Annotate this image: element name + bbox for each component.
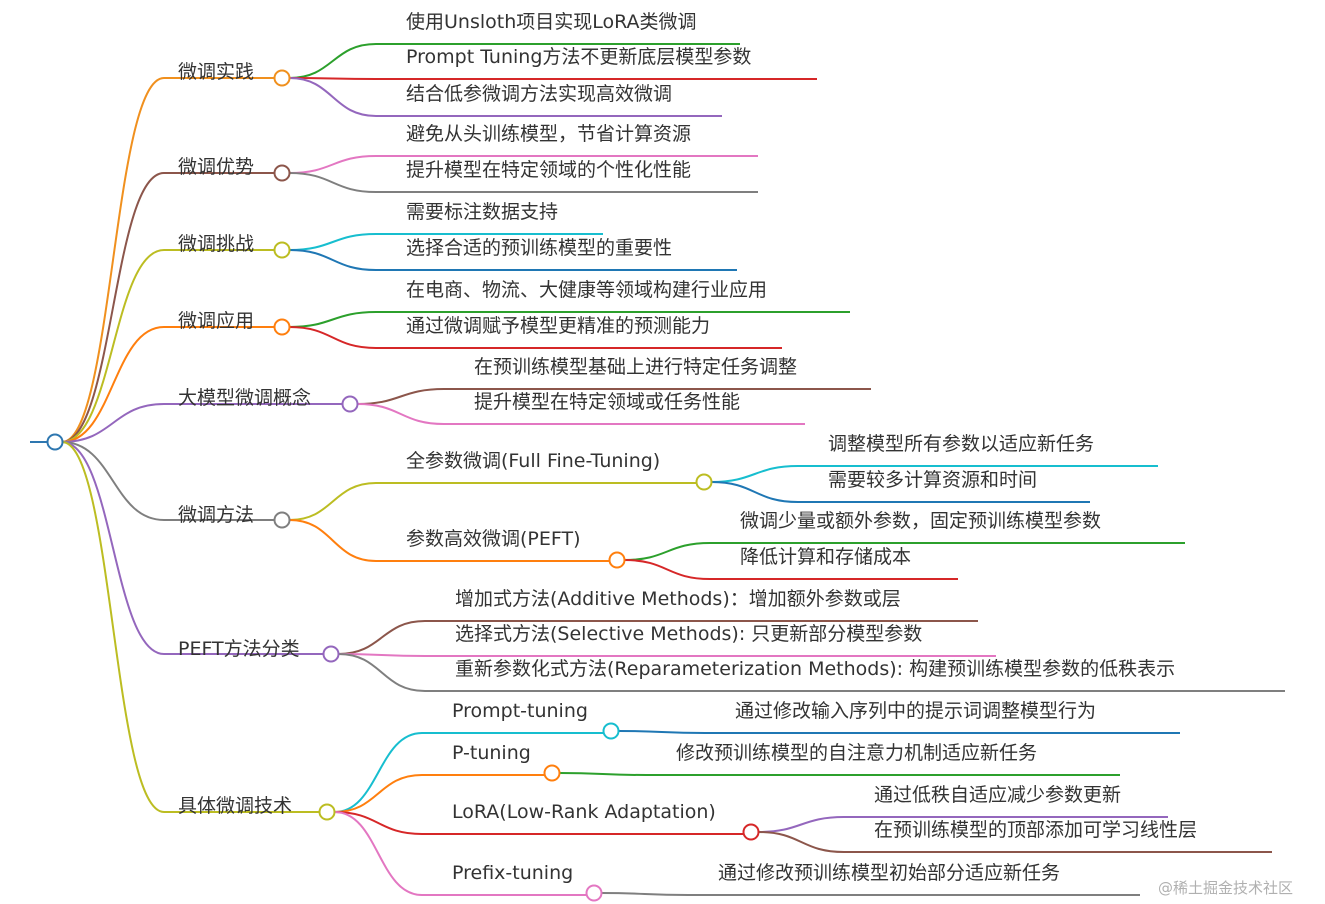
edge-child-5-1-grand-1 — [624, 559, 711, 580]
branch-node-6[interactable] — [322, 645, 340, 663]
branch-label-1: 微调优势 — [178, 156, 254, 178]
edge-branch-5-child-1 — [289, 519, 377, 562]
edge-branch-5-child-0 — [289, 482, 377, 521]
branch-label-4: 大模型微调概念 — [178, 386, 311, 409]
child-label-0-1: Prompt Tuning方法不更新底层模型参数 — [406, 46, 751, 68]
edge-branch-3-child-1 — [289, 326, 377, 349]
edge-branch-0-child-2 — [289, 77, 377, 117]
edge-child-7-3-grand-0 — [601, 892, 689, 896]
edge-branch-6-child-0 — [338, 620, 426, 655]
edge-branch-4-child-1 — [357, 403, 445, 425]
grandchild-label-7-0-0: 通过修改输入序列中的提示词调整模型行为 — [735, 700, 1096, 722]
child-label-0-2: 结合低参微调方法实现高效微调 — [406, 83, 672, 105]
edge-child-7-2-grand-1 — [758, 831, 845, 853]
child-label-5-1: 参数高效微调(PEFT) — [406, 528, 581, 550]
branch-label-0: 微调实践 — [178, 61, 254, 83]
edge-root-branch-1 — [61, 172, 165, 443]
branch-label-6: PEFT方法分类 — [178, 638, 300, 660]
branch-node-2[interactable] — [273, 241, 291, 259]
grandchild-label-7-2-0: 通过低秩自适应减少参数更新 — [874, 784, 1121, 806]
edge-branch-7-child-3 — [334, 811, 423, 896]
child-label-7-1: P-tuning — [452, 742, 531, 764]
branch-label-7: 具体微调技术 — [178, 795, 292, 817]
edge-branch-7-child-0 — [334, 732, 423, 813]
grandchild-label-7-2-1: 在预训练模型的顶部添加可学习线性层 — [874, 819, 1197, 841]
edge-branch-4-child-0 — [357, 388, 445, 405]
edge-root-branch-3 — [61, 326, 165, 443]
branch-node-4[interactable] — [341, 395, 359, 413]
child-node-7-3[interactable] — [585, 884, 603, 902]
grandchild-label-5-1-0: 微调少量或额外参数，固定预训练模型参数 — [740, 510, 1101, 532]
grandchild-label-5-1-1: 降低计算和存储成本 — [740, 546, 911, 568]
branch-node-7[interactable] — [318, 803, 336, 821]
edge-branch-2-child-0 — [289, 233, 377, 251]
child-label-0-0: 使用Unsloth项目实现LoRA类微调 — [406, 11, 697, 33]
child-label-1-1: 提升模型在特定领域的个性化性能 — [406, 159, 691, 181]
edge-root-branch-7 — [61, 441, 165, 813]
grandchild-label-7-3-0: 通过修改预训练模型初始部分适应新任务 — [718, 862, 1060, 884]
edge-branch-6-child-2 — [338, 653, 426, 692]
edge-branch-3-child-0 — [289, 311, 377, 328]
edge-root-branch-4 — [61, 403, 165, 443]
edge-branch-7-child-1 — [334, 774, 423, 813]
edge-branch-1-child-1 — [289, 172, 377, 193]
grandchild-label-5-0-0: 调整模型所有参数以适应新任务 — [828, 433, 1094, 455]
child-node-7-0[interactable] — [602, 722, 620, 740]
branch-label-2: 微调挑战 — [178, 233, 254, 255]
grandchild-label-5-0-1: 需要较多计算资源和时间 — [828, 469, 1037, 491]
edge-root-branch-0 — [61, 77, 165, 443]
child-label-7-0: Prompt-tuning — [452, 700, 588, 722]
edge-branch-2-child-1 — [289, 249, 377, 271]
child-label-2-0: 需要标注数据支持 — [406, 201, 558, 223]
edge-child-5-0-grand-0 — [711, 465, 799, 483]
edge-branch-1-child-0 — [289, 155, 377, 174]
edge-root-branch-6 — [61, 441, 165, 655]
child-label-7-3: Prefix-tuning — [452, 862, 573, 884]
child-label-7-2: LoRA(Low-Rank Adaptation) — [452, 801, 716, 823]
child-label-3-1: 通过微调赋予模型更精准的预测能力 — [406, 315, 710, 337]
edge-branch-0-child-0 — [289, 43, 377, 79]
root-node[interactable] — [46, 433, 64, 451]
child-label-4-1: 提升模型在特定领域或任务性能 — [474, 391, 740, 413]
edge-child-7-1-grand-0 — [559, 772, 647, 776]
child-label-6-2: 重新参数化式方法(Reparameterization Methods): 构建… — [455, 658, 1175, 680]
child-node-5-0[interactable] — [695, 473, 713, 491]
child-label-5-0: 全参数微调(Full Fine-Tuning) — [406, 450, 660, 472]
edge-child-7-2-grand-0 — [758, 816, 845, 833]
child-label-2-1: 选择合适的预训练模型的重要性 — [406, 237, 672, 259]
branch-node-3[interactable] — [273, 318, 291, 336]
watermark: @稀土掘金技术社区 — [1158, 879, 1293, 897]
branch-label-5: 微调方法 — [178, 504, 254, 526]
child-node-5-1[interactable] — [608, 551, 626, 569]
edge-child-5-1-grand-0 — [624, 542, 711, 561]
edge-branch-0-child-1 — [289, 77, 377, 80]
branch-node-0[interactable] — [273, 69, 291, 87]
child-label-6-1: 选择式方法(Selective Methods): 只更新部分模型参数 — [455, 623, 922, 645]
edge-root-branch-2 — [61, 249, 165, 443]
edge-root-branch-5 — [61, 441, 165, 521]
child-node-7-1[interactable] — [543, 764, 561, 782]
branch-node-1[interactable] — [273, 164, 291, 182]
edge-branch-7-child-2 — [334, 811, 423, 835]
edge-child-7-0-grand-0 — [618, 730, 706, 734]
child-label-1-0: 避免从头训练模型，节省计算资源 — [406, 123, 691, 145]
edge-child-5-0-grand-1 — [711, 481, 799, 503]
grandchild-label-7-1-0: 修改预训练模型的自注意力机制适应新任务 — [676, 742, 1037, 764]
child-label-6-0: 增加式方法(Additive Methods)：增加额外参数或层 — [455, 588, 901, 610]
branch-node-5[interactable] — [273, 511, 291, 529]
branch-label-3: 微调应用 — [178, 310, 254, 332]
child-label-4-0: 在预训练模型基础上进行特定任务调整 — [474, 356, 797, 378]
child-label-3-0: 在电商、物流、大健康等领域构建行业应用 — [406, 279, 767, 301]
child-node-7-2[interactable] — [742, 823, 760, 841]
